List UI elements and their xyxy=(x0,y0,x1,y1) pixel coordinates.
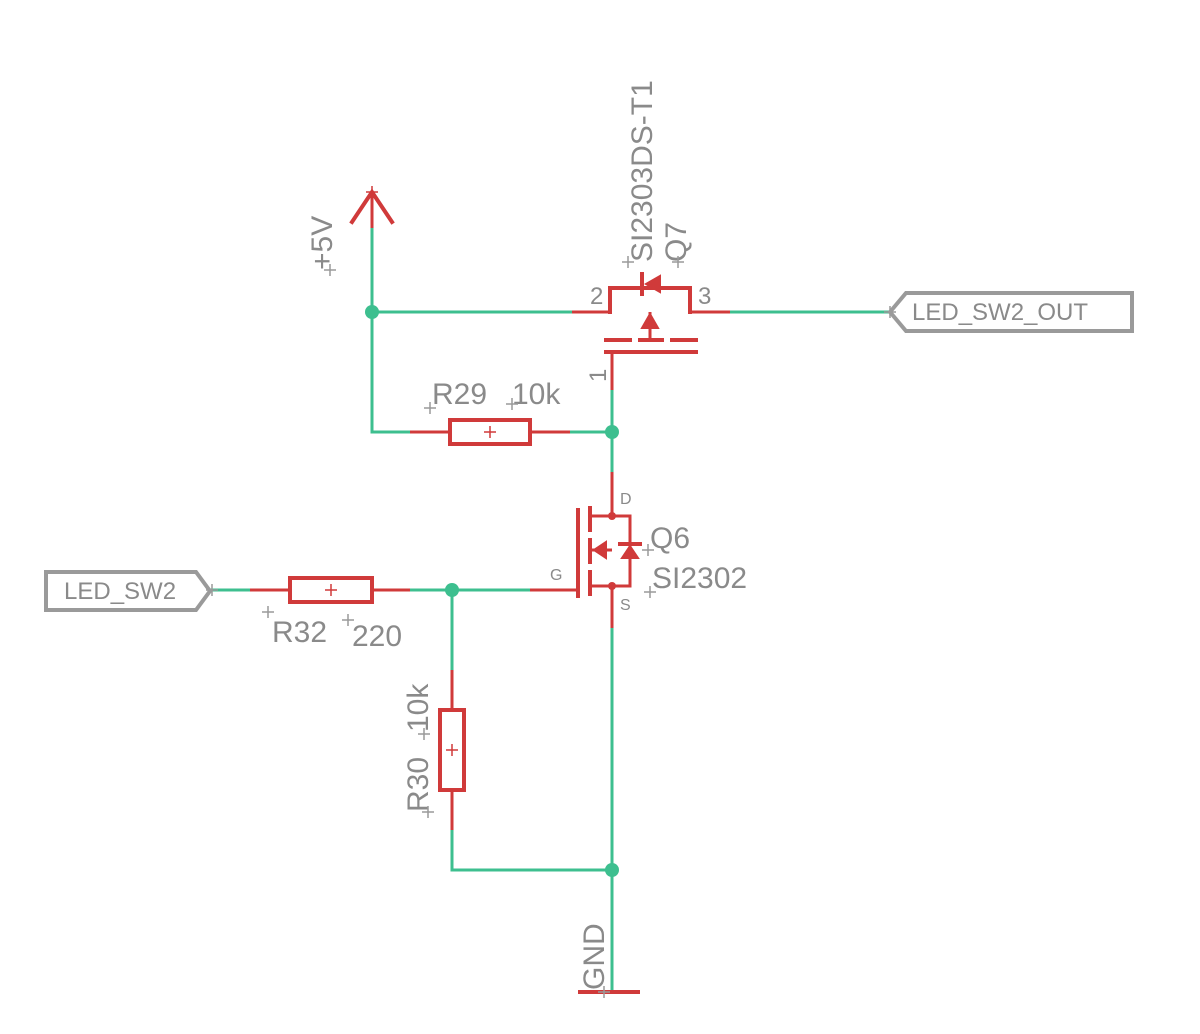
q6-pin-s: S xyxy=(620,597,631,614)
q6-name: Q6 xyxy=(650,522,690,555)
q7-value: SI2303DS-T1 xyxy=(626,80,659,262)
port-led-sw2-out[interactable]: LED_SW2_OUT xyxy=(884,291,1134,333)
r29-name: R29 xyxy=(432,378,487,411)
vcc-label: +5V xyxy=(306,216,339,270)
r30-value: 10k xyxy=(402,683,435,732)
r29-value: 10k xyxy=(512,378,561,411)
vcc-symbol: +5V xyxy=(306,186,395,276)
q6-pin-d: D xyxy=(620,491,632,508)
junction-q7-gate xyxy=(605,425,619,439)
junction-q6-gate xyxy=(445,583,459,597)
r32-name: R32 xyxy=(272,616,327,649)
r32-resistor: R32 220 xyxy=(250,576,410,653)
port-led-sw2[interactable]: LED_SW2 xyxy=(44,570,218,612)
q6-value: SI2302 xyxy=(652,562,747,595)
q7-pin-3: 3 xyxy=(698,283,711,310)
port-led-sw2-label: LED_SW2 xyxy=(64,578,176,605)
gnd-symbol: GND xyxy=(578,923,640,998)
q7-name: Q7 xyxy=(660,222,693,262)
junction-gnd xyxy=(605,863,619,877)
q7-pin-1: 1 xyxy=(585,369,612,382)
wires xyxy=(208,226,892,992)
r29-resistor: R29 10k xyxy=(410,378,570,446)
r30-name: R30 xyxy=(402,757,435,812)
port-led-sw2-out-label: LED_SW2_OUT xyxy=(912,299,1088,326)
wire-r30-to-gnd xyxy=(450,828,614,872)
junctions xyxy=(365,305,619,877)
r30-resistor: R30 10k xyxy=(402,670,466,830)
r32-value: 220 xyxy=(352,620,402,653)
junction-vcc xyxy=(365,305,379,319)
gnd-label: GND xyxy=(578,923,611,990)
q6-pin-g: G xyxy=(550,567,562,584)
q7-pin-2: 2 xyxy=(590,283,603,310)
q6-mosfet: D G S Q6 SI2302 xyxy=(530,472,747,628)
q7-mosfet: 2 3 1 SI2303DS-T1 Q7 xyxy=(572,80,730,390)
